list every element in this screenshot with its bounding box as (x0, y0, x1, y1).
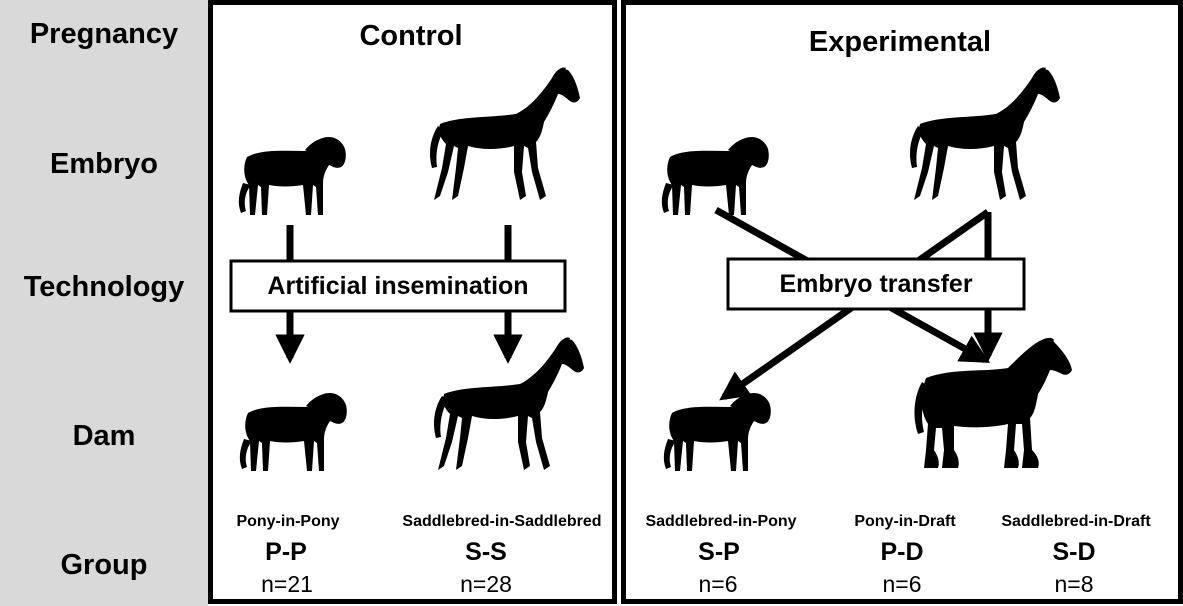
group-count: n=8 (1054, 571, 1093, 597)
group-count: n=28 (460, 571, 512, 597)
group-code: S-S (465, 538, 507, 566)
group-name: Saddlebred-in-Pony (645, 513, 796, 530)
group-name: Saddlebred-in-Draft (1001, 513, 1151, 530)
row-label-embryo: Embryo (50, 148, 158, 180)
group-count: n=6 (698, 571, 737, 597)
group-name: Pony-in-Pony (236, 513, 339, 530)
row-label-sidebar: Pregnancy Embryo Technology Dam Group (0, 0, 208, 606)
row-label-dam: Dam (72, 420, 136, 452)
group-code: S-D (1052, 538, 1095, 566)
group-code: P-D (880, 538, 923, 566)
artificial-insemination-label: Artificial insemination (267, 272, 528, 300)
control-title: Control (359, 20, 462, 52)
group-code: S-P (698, 538, 740, 566)
row-label-technology: Technology (23, 271, 185, 303)
group-count: n=21 (261, 571, 313, 597)
embryo-transfer-box (726, 257, 1026, 311)
group-name: Pony-in-Draft (854, 513, 956, 530)
embryo-transfer-label: Embryo transfer (779, 270, 972, 298)
experimental-title: Experimental (809, 26, 991, 58)
group-code: P-P (265, 538, 307, 566)
group-count: n=6 (882, 571, 921, 597)
group-name: Saddlebred-in-Saddlebred (402, 513, 601, 530)
row-label-group: Group (60, 549, 148, 581)
row-label-pregnancy: Pregnancy (29, 18, 179, 50)
artificial-insemination-box (229, 259, 567, 313)
